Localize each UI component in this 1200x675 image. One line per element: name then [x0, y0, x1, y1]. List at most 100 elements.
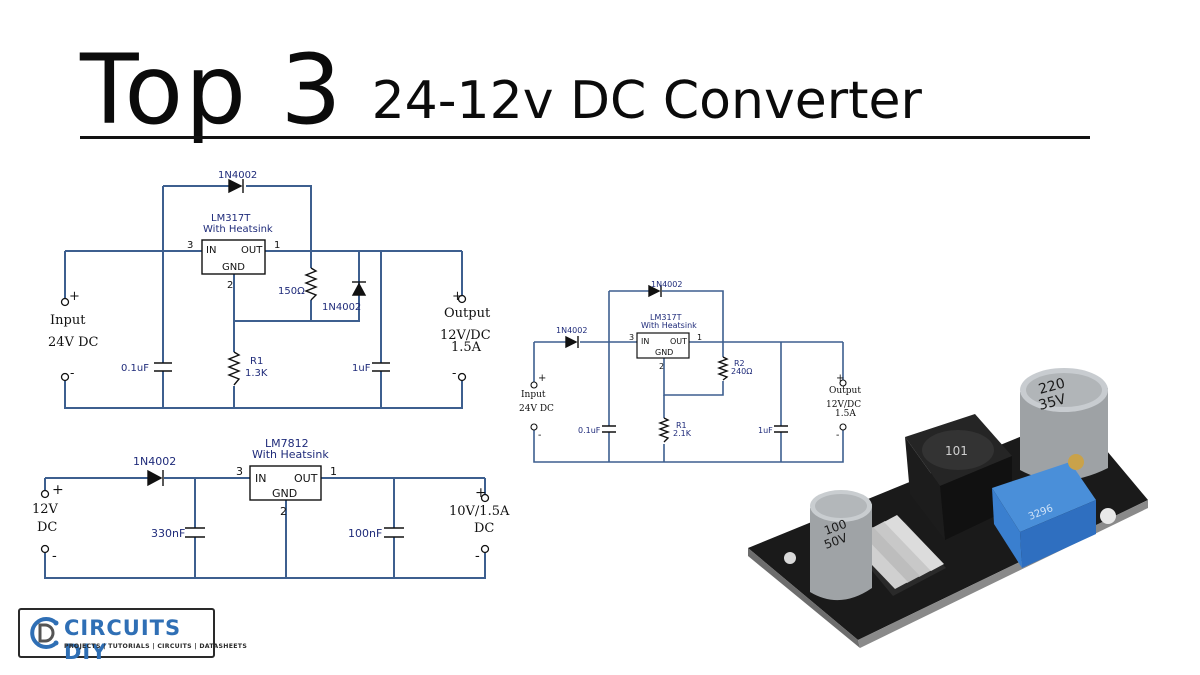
circuit2-cap-out-symbol [774, 425, 788, 433]
circuit3-input-plus-terminal [40, 489, 50, 499]
circuit3-input-type: DC [37, 520, 57, 535]
circuit2-pin-gnd: GND [655, 348, 673, 357]
circuit2-input-plus-terminal [530, 381, 538, 389]
circuit3-pin-out-number: 1 [330, 465, 337, 478]
circuit3-pin-gnd-number: 2 [280, 505, 287, 518]
circuit1-cap-out-label: 1uF [352, 363, 371, 374]
circuit2-pin-in-number: 3 [629, 333, 634, 342]
title-main: Top 3 [80, 34, 344, 146]
circuit1-output-voltage: 12V/DC [440, 328, 491, 343]
circuit1-pin-in: IN [206, 245, 216, 256]
cap-large-voltage: 35V [1037, 391, 1068, 414]
circuit3-cap-in-label: 330nF [151, 527, 185, 540]
circuit3-input-voltage: 12V [32, 502, 59, 517]
circuit1-regulator-name: LM317T [211, 213, 251, 224]
circuit1-diode-top-symbol [228, 178, 244, 194]
circuit1-diode-top-label: 1N4002 [218, 170, 257, 181]
circuit2-diode-in-symbol [565, 335, 579, 349]
circuit1-diode-shunt-symbol [351, 281, 367, 296]
circuit3-cap-out-label: 100nF [348, 527, 382, 540]
circuit3-input-minus-sign: - [52, 548, 57, 564]
circuit2-diode-in-label: 1N4002 [556, 326, 587, 335]
circuit2-output-plus-terminal [839, 379, 847, 387]
circuit2-output-minus-sign: - [836, 430, 839, 441]
circuit3-diode-symbol [147, 469, 164, 487]
circuit2-output-current: 1.5A [835, 409, 856, 419]
circuit2-output-plus-sign: + [836, 373, 844, 384]
circuit2-r2-value: 240Ω [731, 367, 752, 376]
circuit2-input-plus-sign: + [538, 373, 546, 384]
circuit1-pin-out-number: 1 [274, 240, 280, 251]
circuit2-r2-name: R2 [734, 359, 745, 368]
circuit2-diode-top-label: 1N4002 [651, 280, 682, 289]
circuit1-r1-value: 1.3K [245, 368, 268, 379]
circuit2-r2-symbol [717, 356, 729, 381]
circuit1-input-voltage: 24V DC [48, 335, 98, 350]
cap-large-value: 220 [1037, 375, 1067, 397]
circuit3-regulator-box [249, 465, 322, 501]
circuit1-resistor-150-symbol [304, 267, 318, 301]
circuit2-pin-adj-number: 2 [659, 362, 664, 371]
circuit1-r1-symbol [227, 351, 241, 386]
circuit1-r1-name: R1 [250, 356, 263, 367]
circuit1-pin-gnd: GND [222, 262, 245, 273]
circuit2-regulator-box [636, 332, 690, 359]
circuit3-input-plus-sign: + [52, 482, 64, 498]
circuit2-input-label: Input [521, 390, 546, 400]
title-underline [80, 136, 1090, 139]
circuit1-pin-out: OUT [241, 245, 263, 256]
circuit3-pin-in-number: 3 [236, 465, 243, 478]
module-mount-hole-right [1100, 508, 1116, 524]
circuit2-regulator-subtitle: With Heatsink [641, 321, 697, 330]
circuit2-output-minus-terminal [839, 423, 847, 431]
circuit1-input-minus-sign: - [70, 366, 74, 381]
circuit3-regulator-name: LM7812 [265, 437, 309, 450]
module-capacitor-small: 100 50V [810, 490, 872, 601]
circuit2-input-minus-terminal [530, 423, 538, 431]
circuit3-cap-out-symbol [384, 527, 404, 538]
circuit1-cap-out-symbol [372, 362, 390, 372]
circuit2-cap-in-symbol [602, 425, 616, 433]
circuit2-r1-name: R1 [676, 421, 687, 430]
circuit2-pin-in: IN [641, 337, 649, 346]
circuit1-diode-shunt-label: 1N4002 [322, 302, 361, 313]
circuit2-pin-out-number: 1 [697, 333, 702, 342]
circuit1-lm317-schematic: 1N4002 LM317T With Heatsink IN OUT GND 3… [48, 170, 491, 409]
circuit2-pin-out: OUT [670, 337, 687, 346]
page-title: Top 3 24-12v DC Converter [80, 18, 1090, 138]
circuit1-input-label: Input [50, 313, 86, 328]
circuit1-output-current: 1.5A [451, 340, 482, 355]
circuit3-output-plus-terminal [480, 493, 490, 503]
circuit1-regulator-box [201, 239, 266, 275]
logo-name: CIRCUITS DIY [64, 616, 182, 664]
circuit2-output-label: Output [829, 386, 861, 396]
circuit1-output-plus-sign: + [452, 289, 463, 304]
circuit3-input-minus-terminal [40, 544, 50, 554]
circuit2-r1-symbol [658, 417, 670, 443]
circuits-diy-logo-icon [30, 617, 59, 649]
module-capacitor-large: 220 35V [1020, 368, 1108, 481]
module-inductor: 101 [905, 414, 1012, 540]
circuit2-input-voltage: 24V DC [519, 404, 554, 414]
circuit3-regulator-subtitle: With Heatsink [252, 448, 329, 461]
circuit1-output-label: Output [444, 306, 491, 321]
circuit1-input-plus-terminal [60, 297, 70, 307]
inductor-marking: 101 [945, 444, 968, 458]
circuit1-cap-in-symbol [154, 362, 172, 372]
circuit2-diode-top-symbol [648, 284, 662, 298]
circuit3-output-minus-sign: - [475, 548, 480, 564]
buck-converter-module-image: 101 100 50V 220 35V [748, 368, 1148, 648]
circuit1-output-minus-terminal [457, 372, 467, 382]
circuit2-input-minus-sign: - [538, 430, 541, 441]
circuit3-diode-label: 1N4002 [133, 455, 176, 468]
circuit1-output-plus-terminal [457, 294, 467, 304]
circuit1-output-minus-sign: - [452, 366, 456, 381]
circuit2-cap-out-label: 1uF [758, 426, 773, 435]
title-subtitle: 24-12v DC Converter [371, 70, 922, 131]
circuit3-output-rating: 10V/1.5A [449, 504, 510, 519]
circuit1-resistor-150-label: 150Ω [278, 286, 305, 297]
logo-tagline: PROJECTS | TUTORIALS | CIRCUITS | DATASH… [64, 643, 248, 650]
module-potentiometer: 3296 [992, 454, 1096, 568]
circuit3-output-minus-terminal [480, 544, 490, 554]
